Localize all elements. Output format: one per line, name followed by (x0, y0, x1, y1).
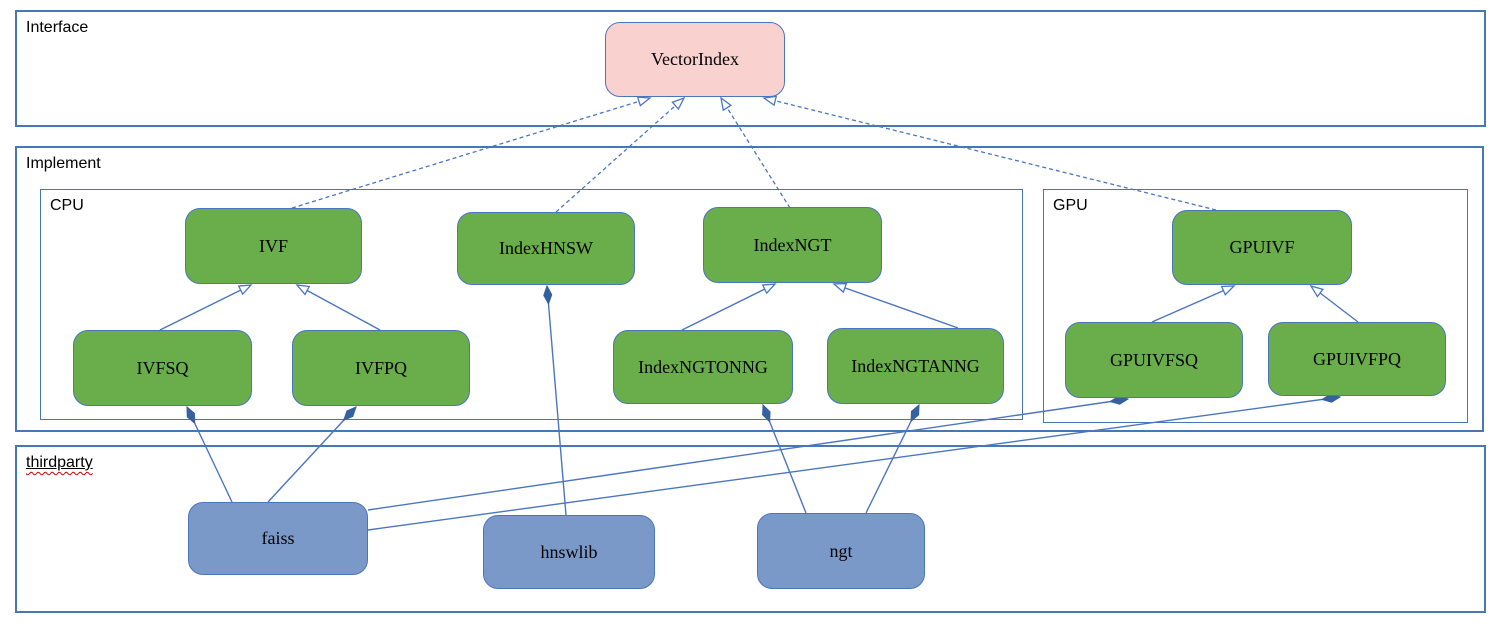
node-ivfpq[interactable]: IVFPQ (292, 330, 470, 406)
group-thirdparty-label: thirdparty (26, 454, 93, 472)
node-indexngtanng[interactable]: IndexNGTANNG (827, 328, 1004, 404)
node-gpuivfpq[interactable]: GPUIVFPQ (1268, 322, 1446, 396)
node-ngt[interactable]: ngt (757, 513, 925, 589)
node-faiss[interactable]: faiss (188, 502, 368, 575)
node-indexhnsw[interactable]: IndexHNSW (457, 212, 635, 285)
group-interface-label: Interface (26, 19, 89, 36)
node-gpuivfsq[interactable]: GPUIVFSQ (1065, 322, 1243, 398)
node-gpuivf[interactable]: GPUIVF (1172, 210, 1352, 285)
node-indexngt[interactable]: IndexNGT (703, 207, 882, 283)
node-ivf[interactable]: IVF (185, 208, 362, 284)
group-thirdparty-label-text: thirdparty (26, 454, 93, 471)
group-gpu-label: GPU (1053, 197, 1088, 214)
group-implement-label: Implement (26, 155, 101, 172)
node-hnswlib[interactable]: hnswlib (483, 515, 655, 589)
node-ivfsq[interactable]: IVFSQ (73, 330, 252, 406)
node-indexngtonng[interactable]: IndexNGTONNG (613, 330, 793, 404)
node-vectorindex[interactable]: VectorIndex (605, 22, 785, 97)
group-cpu-label: CPU (50, 197, 84, 214)
